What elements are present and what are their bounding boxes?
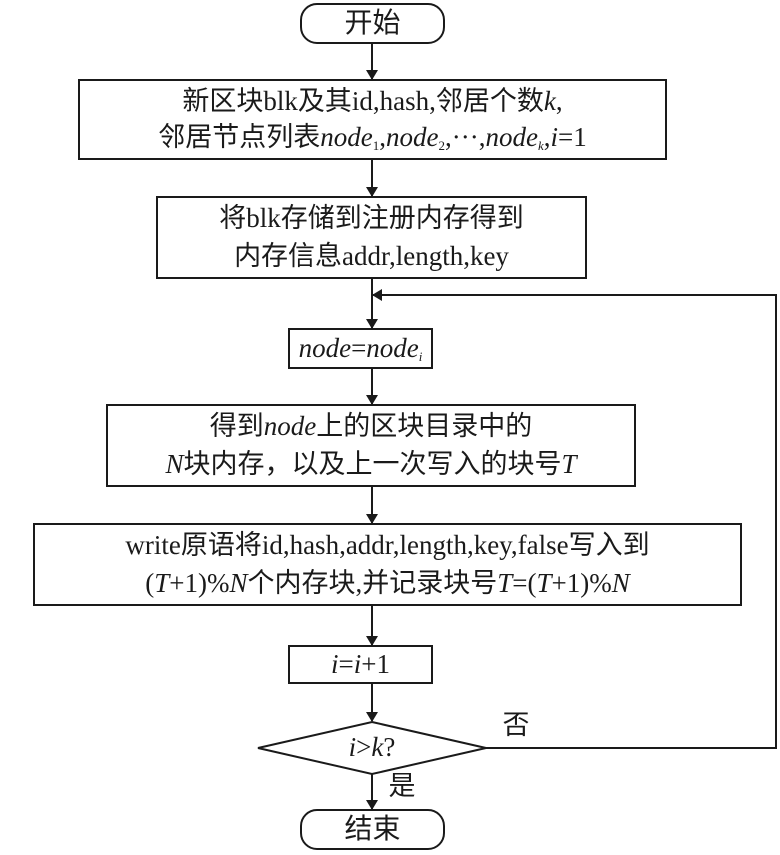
- dec-i: i: [348, 732, 357, 762]
- init-subk-letter: k: [537, 138, 544, 153]
- increment-text: i=i+1: [289, 651, 432, 678]
- inc-plus: +1: [361, 649, 390, 679]
- dec-k: k: [371, 732, 384, 762]
- inc-i: i: [331, 649, 339, 679]
- write-T3: T: [536, 568, 552, 598]
- process-box-write: [33, 523, 742, 606]
- read-text-line1: 得到node上的区块目录中的: [107, 413, 635, 440]
- read-node: node: [263, 411, 317, 441]
- init-sub1: 1: [372, 138, 380, 153]
- init-text-a: 新区块blk及其id,hash,邻居个数: [182, 86, 544, 116]
- end-label: 结束: [344, 814, 401, 845]
- write-d: =(: [512, 568, 537, 598]
- store-text-line1: 将blk存储到注册内存得到: [219, 203, 524, 233]
- init-text-line1: 新区块blk及其id,hash,邻居个数k,: [79, 88, 666, 115]
- init-comma: ,: [555, 86, 563, 116]
- write-N1: N: [229, 568, 248, 598]
- write-b: +1)%: [169, 568, 230, 598]
- write-text-line2: (T+1)%N个内存块,并记录块号T=(T+1)%N: [34, 570, 741, 597]
- select-node-lhs: node: [298, 333, 352, 363]
- init-sep4: ,: [543, 122, 551, 152]
- init-subk: k: [538, 138, 544, 153]
- select-node-rhs: node: [366, 333, 419, 363]
- arrow-loop-back: [372, 289, 777, 749]
- write-a: (: [145, 568, 155, 598]
- read-N: N: [165, 449, 184, 479]
- init-sub2: 2: [438, 138, 445, 153]
- process-box-increment: [288, 645, 433, 684]
- read-a: 得到: [209, 411, 264, 441]
- init-sep1: ,: [379, 122, 386, 152]
- read-T: T: [561, 449, 577, 479]
- write-text-line1: write原语将id,hash,addr,length,key,false写入到: [125, 530, 650, 560]
- inc-eq: =: [338, 649, 354, 679]
- select-node-sub: i: [419, 349, 423, 364]
- write-T2: T: [497, 568, 513, 598]
- read-c: 块内存，以及上一次写入的块号: [183, 449, 562, 479]
- init-i: i: [550, 122, 558, 152]
- init-sep3: ,: [478, 122, 486, 152]
- init-ellipsis: ···: [451, 122, 479, 152]
- init-sep2: ,: [444, 122, 452, 152]
- dec-q: ?: [383, 732, 396, 762]
- select-node-eq: =: [351, 333, 367, 363]
- end-terminal: [300, 809, 445, 850]
- init-eq1: =1: [558, 122, 587, 152]
- process-box-select-node: [288, 328, 433, 369]
- select-node-text: node=nodei: [289, 333, 432, 364]
- no-branch-label: 否: [502, 710, 530, 740]
- start-label: 开始: [344, 8, 401, 39]
- yes-branch-label: 是: [388, 771, 416, 801]
- decision-text: i>k?: [258, 734, 486, 761]
- dec-gt: >: [356, 732, 372, 762]
- init-k: k: [543, 86, 556, 116]
- init-nodek: node: [485, 122, 538, 152]
- write-c: 个内存块,并记录块号: [247, 568, 498, 598]
- store-text-line2: 内存信息addr,length,key: [234, 241, 509, 271]
- init-node2: node: [386, 122, 439, 152]
- init-text-line2: 邻居节点列表node1,node2,···,nodek,i=1: [79, 122, 666, 153]
- select-node-sub-i: i: [418, 349, 423, 364]
- init-node1: node: [320, 122, 373, 152]
- write-e: +1)%: [551, 568, 612, 598]
- write-N2: N: [611, 568, 630, 598]
- inc-i2: i: [353, 649, 362, 679]
- read-text-line2: N块内存，以及上一次写入的块号T: [107, 451, 635, 478]
- write-T1: T: [154, 568, 170, 598]
- init-prefix: 邻居节点列表: [158, 122, 321, 152]
- read-b: 上的区块目录中的: [316, 411, 533, 441]
